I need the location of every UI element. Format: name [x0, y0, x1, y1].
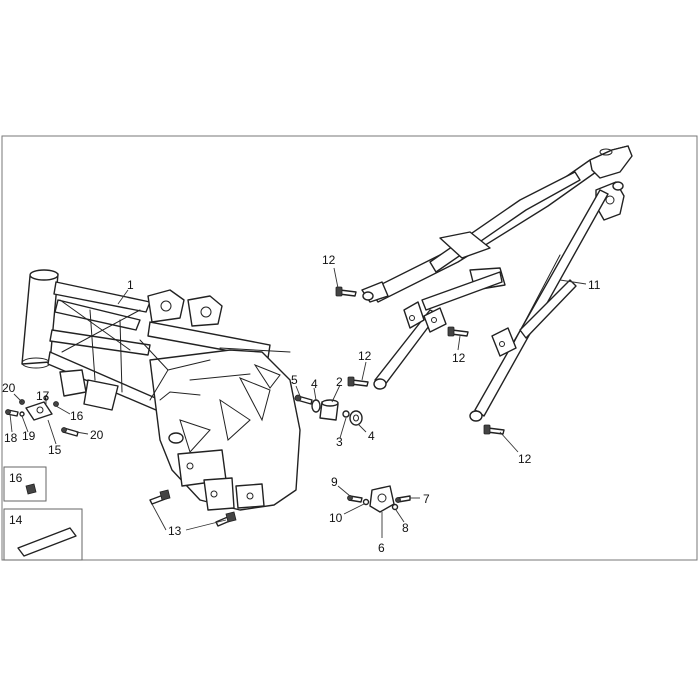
callout-18: 18 [4, 431, 18, 445]
callout-12-lower-right: 12 [518, 452, 532, 466]
screw-7[interactable] [395, 495, 411, 503]
callout-labels: 1 2 3 4 4 5 6 7 8 9 10 11 12 12 12 12 13… [2, 253, 601, 555]
stud-13-right[interactable] [215, 511, 237, 527]
bolt-12-middle[interactable] [447, 326, 469, 337]
nut-3[interactable] [342, 410, 350, 418]
callout-12-lower-left: 12 [358, 349, 372, 363]
callout-15: 15 [48, 443, 62, 457]
callout-2: 2 [336, 375, 343, 389]
washer-4-left[interactable] [311, 399, 321, 413]
callout-17: 17 [36, 389, 50, 403]
screw-20-lower[interactable] [61, 427, 79, 437]
washer-8[interactable] [391, 503, 399, 511]
callout-12-upper: 12 [322, 253, 336, 267]
washer-10[interactable] [362, 498, 370, 506]
bolt-12-lower-left[interactable] [347, 376, 369, 387]
callout-3: 3 [336, 435, 343, 449]
bracket-15[interactable] [25, 401, 53, 421]
callout-8: 8 [402, 521, 409, 535]
rear-subframe[interactable] [361, 145, 633, 422]
screw-9[interactable] [347, 495, 363, 503]
callout-5: 5 [291, 373, 298, 387]
bolt-12-upper[interactable] [335, 286, 357, 297]
callout-13: 13 [168, 524, 182, 538]
washer-19[interactable] [19, 411, 25, 417]
screw-18[interactable] [5, 409, 19, 417]
legend-box-16[interactable] [3, 466, 47, 502]
callout-9: 9 [331, 475, 338, 489]
callout-1: 1 [127, 278, 134, 292]
callout-4-left: 4 [311, 377, 318, 391]
callout-7: 7 [423, 492, 430, 506]
callout-11: 11 [588, 278, 601, 292]
main-frame[interactable] [21, 269, 301, 511]
callout-10: 10 [329, 511, 343, 525]
callout-16-legend: 16 [9, 471, 23, 485]
callout-16-cluster: 16 [70, 409, 84, 423]
callout-6: 6 [378, 541, 385, 555]
screw-5[interactable] [294, 394, 313, 405]
legend-box-14[interactable] [3, 508, 83, 561]
callout-19: 19 [22, 429, 36, 443]
spacer-2[interactable] [319, 399, 339, 421]
bolt-12-lower-right[interactable] [483, 424, 505, 435]
leader-lines [9, 267, 587, 538]
screw-16[interactable] [53, 401, 59, 407]
stud-13-left[interactable] [149, 489, 171, 505]
bracket-6[interactable] [369, 485, 395, 513]
diagram-border [1, 135, 698, 561]
callout-12-middle: 12 [452, 351, 466, 365]
callout-20-lower: 20 [90, 428, 104, 442]
callout-20-upper: 20 [2, 381, 16, 395]
callout-4-right: 4 [368, 429, 375, 443]
callout-14: 14 [9, 513, 23, 527]
washer-4-right[interactable] [349, 410, 363, 426]
